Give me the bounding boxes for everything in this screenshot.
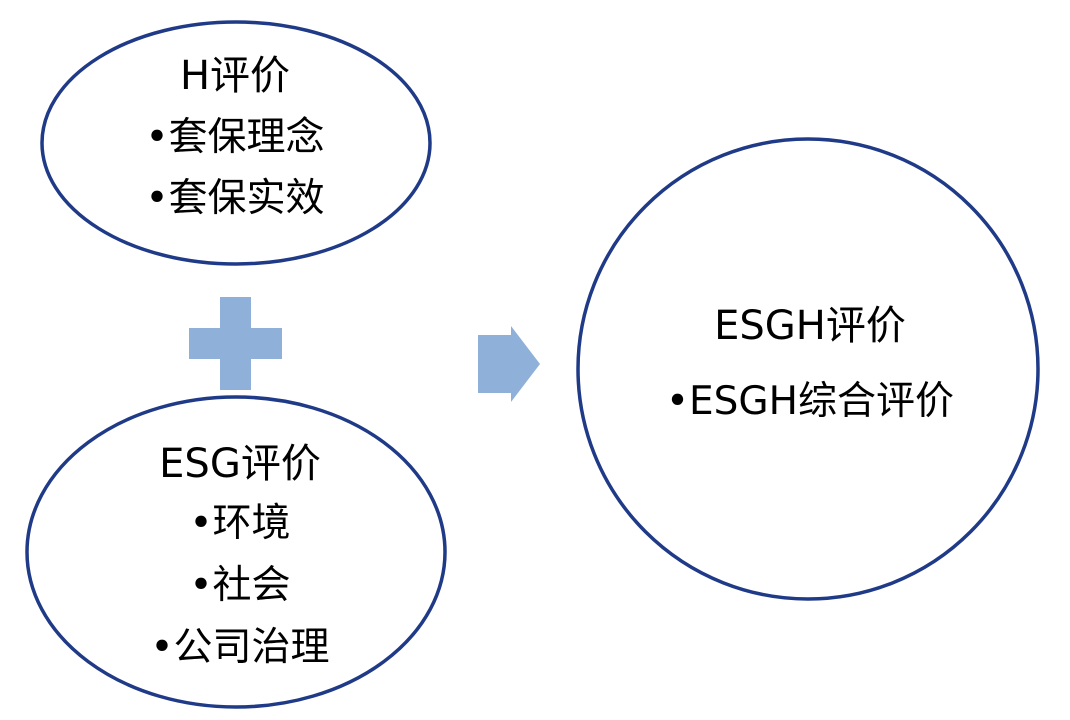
esg-node-item-3: •公司治理 xyxy=(150,625,330,670)
esg-node-item-1: •环境 xyxy=(189,501,291,546)
esg-node: ESG评价 •环境 •社会 •公司治理 xyxy=(40,444,440,690)
right-arrow-icon xyxy=(478,326,540,402)
h-node-item-1: •套保理念 xyxy=(145,115,325,160)
h-node-title: H评价 xyxy=(179,53,291,99)
esg-node-title: ESG评价 xyxy=(159,441,321,487)
h-node: H评价 •套保理念 •套保实效 xyxy=(40,56,430,240)
esg-node-item-2: •社会 xyxy=(189,563,291,608)
esg-node-ellipse xyxy=(25,395,447,709)
esgh-node: ESGH评价 •ESGH综合评价 xyxy=(580,306,1040,421)
esgh-node-title: ESGH评价 xyxy=(714,303,906,349)
plus-icon xyxy=(189,297,282,390)
h-node-item-2: •套保实效 xyxy=(145,176,325,221)
esgh-node-circle xyxy=(576,137,1040,601)
h-node-ellipse xyxy=(40,20,432,266)
esgh-node-item-1: •ESGH综合评价 xyxy=(666,379,954,424)
